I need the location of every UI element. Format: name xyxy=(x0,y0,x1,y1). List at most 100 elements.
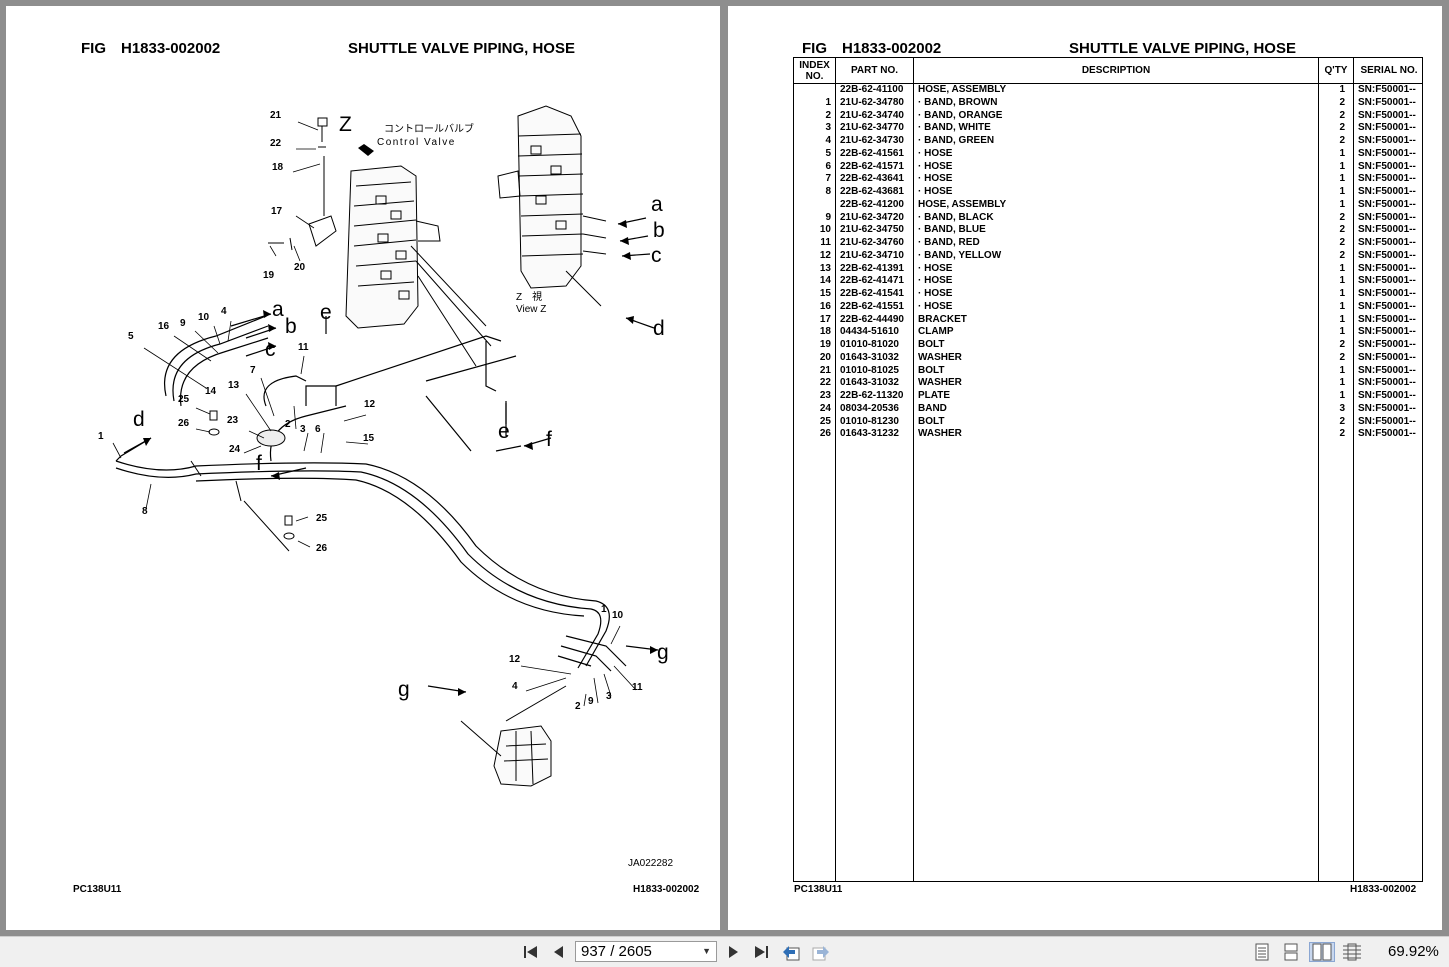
callout-numbers: 21 22 18 17 19 20 5 16 9 10 4 11 7 13 14… xyxy=(98,110,643,712)
part-no-cell: 01010-81025 xyxy=(840,364,899,376)
description-cell: · HOSE xyxy=(918,173,953,185)
qty-cell: 2 xyxy=(1339,249,1345,261)
two-page-icon[interactable] xyxy=(1309,942,1335,962)
continuous-icon[interactable] xyxy=(1280,942,1302,962)
view-z-en: View Z xyxy=(516,304,546,315)
first-page-icon[interactable] xyxy=(520,942,542,962)
arrow-heads xyxy=(143,144,658,696)
callout-12: 12 xyxy=(364,399,376,410)
part-no-cell: 22B-62-43681 xyxy=(840,186,904,197)
right-page: FIG H1833-002002 SHUTTLE VALVE PIPING, H… xyxy=(728,6,1442,930)
index-cell: 8 xyxy=(825,186,831,197)
serial-cell: SN:F50001-- xyxy=(1358,351,1416,363)
callout-1b: 1 xyxy=(601,604,607,615)
callout-1: 1 xyxy=(98,431,104,442)
col-header-serial-no: SERIAL NO. xyxy=(1360,65,1418,76)
description-cell: BRACKET xyxy=(918,313,967,325)
description-cell: PLATE xyxy=(918,390,951,401)
qty-cell: 1 xyxy=(1339,377,1345,389)
part-no-cell: 21U-62-34710 xyxy=(840,249,904,261)
qty-cell: 1 xyxy=(1339,198,1345,210)
serial-cell: SN:F50001-- xyxy=(1358,84,1416,95)
callout-7: 7 xyxy=(250,365,256,376)
serial-cell: SN:F50001-- xyxy=(1358,224,1416,236)
serial-cell: SN:F50001-- xyxy=(1358,288,1416,299)
part-no-cell: 21U-62-34780 xyxy=(840,96,904,108)
callout-26: 26 xyxy=(178,418,190,429)
fasteners-drawing xyxy=(190,410,295,552)
serial-cell: SN:F50001-- xyxy=(1358,160,1416,172)
index-cell: 20 xyxy=(819,351,831,363)
index-cell: 23 xyxy=(819,390,831,401)
part-no-cell: 21U-62-34740 xyxy=(840,109,904,121)
serial-cell: SN:F50001-- xyxy=(1358,109,1416,121)
qty-cell: 1 xyxy=(1339,173,1345,185)
part-no-cell: 21U-62-34730 xyxy=(840,135,904,146)
index-cell: 11 xyxy=(820,237,831,248)
callout-21: 21 xyxy=(270,110,282,121)
part-no-cell: 22B-62-41551 xyxy=(840,300,904,312)
part-no-cell: 22B-62-44490 xyxy=(840,313,904,325)
callout-4b: 4 xyxy=(512,681,518,692)
serial-cell: SN:F50001-- xyxy=(1358,186,1416,197)
part-no-cell: 08034-20536 xyxy=(840,402,899,414)
control-valve-drawing xyxy=(345,165,492,367)
qty-cell: 1 xyxy=(1339,262,1345,274)
index-cell: 2 xyxy=(825,109,831,121)
description-cell: · BAND, YELLOW xyxy=(918,249,1002,261)
qty-cell: 2 xyxy=(1339,237,1345,248)
serial-cell: SN:F50001-- xyxy=(1358,326,1416,338)
serial-cell: SN:F50001-- xyxy=(1358,122,1416,134)
scroll-mode-icon[interactable] xyxy=(1341,942,1363,962)
next-view-icon[interactable] xyxy=(810,942,832,962)
fig-label-right: FIG xyxy=(802,40,827,57)
part-no-cell: 01643-31032 xyxy=(840,377,899,389)
description-cell: HOSE, ASSEMBLY xyxy=(918,84,1007,95)
serial-cell: SN:F50001-- xyxy=(1358,237,1416,248)
callout-17: 17 xyxy=(271,206,283,217)
callout-18: 18 xyxy=(272,162,284,173)
index-cell: 17 xyxy=(819,313,831,325)
prev-page-icon[interactable] xyxy=(548,942,570,962)
callout-6: 6 xyxy=(315,424,321,435)
part-no-cell: 04434-51610 xyxy=(840,326,899,338)
part-no-cell: 21U-62-34720 xyxy=(840,211,904,223)
serial-cell: SN:F50001-- xyxy=(1358,211,1416,223)
qty-cell: 2 xyxy=(1339,415,1345,427)
last-page-icon[interactable] xyxy=(750,942,772,962)
qty-cell: 2 xyxy=(1339,351,1345,363)
previous-view-icon[interactable] xyxy=(780,942,802,962)
next-page-icon[interactable] xyxy=(722,942,744,962)
qty-cell: 1 xyxy=(1339,147,1345,159)
letter-e: e xyxy=(320,301,332,324)
letter-b-right: b xyxy=(653,219,665,242)
qty-cell: 1 xyxy=(1339,300,1345,312)
single-page-icon[interactable] xyxy=(1251,942,1273,962)
page-dropdown-icon[interactable]: ▼ xyxy=(702,946,711,956)
zoom-level[interactable]: 69.92% xyxy=(1388,943,1439,960)
left-page: FIG H1833-002002 SHUTTLE VALVE PIPING, H… xyxy=(6,6,720,930)
letter-f: f xyxy=(256,452,262,475)
callout-24: 24 xyxy=(229,444,241,455)
page-number-input[interactable]: 937 / 2605 ▼ xyxy=(575,941,717,962)
index-cell: 12 xyxy=(819,249,831,261)
serial-cell: SN:F50001-- xyxy=(1358,390,1416,401)
leader-lines xyxy=(112,121,637,707)
index-cell: 26 xyxy=(819,428,831,440)
